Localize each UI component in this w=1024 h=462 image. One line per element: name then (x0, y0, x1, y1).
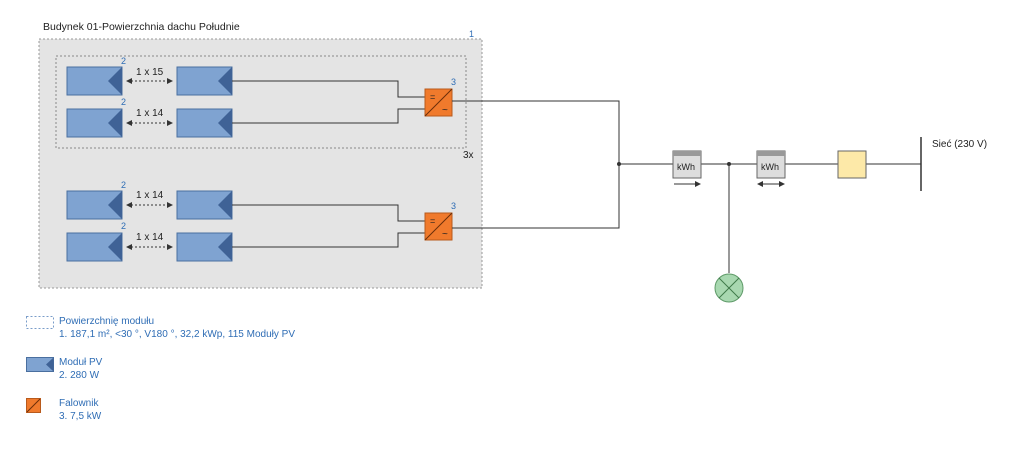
string-label: 1 x 14 (136, 108, 164, 119)
legend-detail: 2. 280 W (59, 370, 100, 381)
legend-detail: 1. 187,1 m², <30 °, V180 °, 32,2 kWp, 11… (59, 329, 295, 340)
string-label: 1 x 14 (136, 190, 164, 201)
meter-label: kWh (677, 162, 695, 172)
production-meter: kWh (672, 150, 702, 187)
meter-label: kWh (761, 162, 779, 172)
roof-area-index: 1 (469, 29, 474, 39)
grid-connection-box (837, 150, 867, 179)
inverter-index: 3 (451, 201, 456, 211)
string-label: 1 x 14 (136, 232, 164, 243)
bidirectional-meter: kWh (756, 150, 786, 187)
inverter-index: 3 (451, 77, 456, 87)
consumer-load (714, 273, 744, 303)
roof-area-title: Budynek 01-Powierzchnia dachu Południe (43, 21, 240, 33)
module-index: 2 (121, 180, 126, 190)
grid-label: Sieć (230 V) (932, 139, 987, 150)
inverter-1: = ~ 3 (424, 77, 456, 117)
inverter-dc-symbol: = (430, 216, 435, 226)
legend-title: Powierzchnię modułu (59, 316, 155, 327)
inverter-ac-symbol: ~ (442, 229, 448, 240)
inverter-dc-symbol: = (430, 92, 435, 102)
pv-module-icon (26, 357, 54, 372)
module-index: 2 (121, 221, 126, 231)
junction-node (617, 162, 621, 166)
legend-detail: 3. 7,5 kW (59, 411, 102, 422)
legend-title: Moduł PV (59, 357, 103, 368)
subarray-box (55, 55, 467, 149)
pv-string-4: 2 1 x 14 (66, 221, 233, 262)
legend-title: Falownik (59, 398, 99, 409)
inverter-icon (26, 398, 41, 413)
module-index: 2 (121, 56, 126, 66)
inverter-ac-symbol: ~ (442, 105, 448, 116)
pv-string-1: 2 1 x 15 (66, 56, 233, 96)
string-label: 1 x 15 (136, 67, 164, 78)
subarray-multiplier: 3x (463, 150, 474, 161)
module-index: 2 (121, 97, 126, 107)
inverter-2: = ~ 3 (424, 201, 456, 241)
pv-string-2: 2 1 x 14 (66, 97, 233, 138)
dotted-rectangle-icon (26, 316, 54, 329)
